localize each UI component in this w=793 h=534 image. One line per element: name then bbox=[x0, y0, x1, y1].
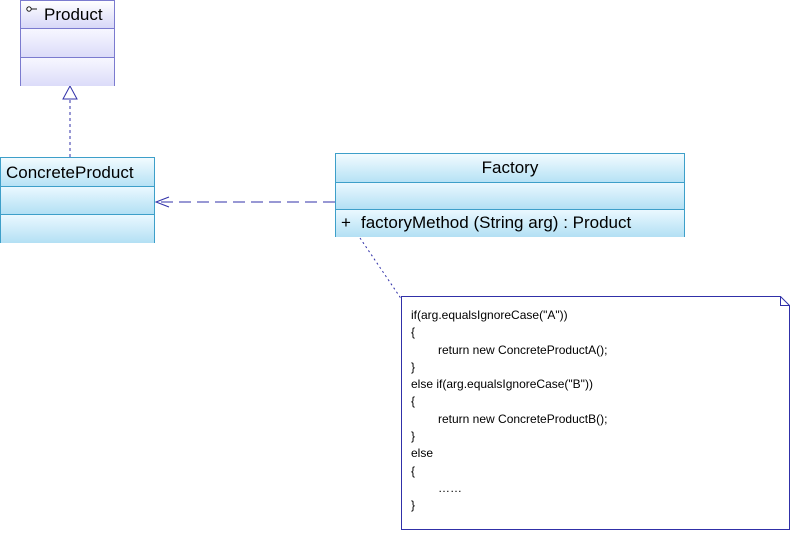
code-note[interactable] bbox=[401, 296, 790, 530]
product-name-compartment: Product bbox=[21, 1, 114, 29]
note-code-line: else if(arg.equalsIgnoreCase("B")) bbox=[411, 377, 593, 392]
product-operations-compartment bbox=[21, 58, 114, 86]
note-code-line: …… bbox=[438, 480, 462, 495]
factory-attributes-compartment bbox=[336, 183, 684, 210]
realization-arrowhead bbox=[62, 84, 78, 100]
note-code-line: { bbox=[411, 463, 416, 478]
factory-name-compartment: Factory bbox=[336, 154, 684, 183]
factory-operations-compartment: + factoryMethod (String arg) : Product bbox=[336, 210, 684, 237]
concrete-product-attributes-compartment bbox=[1, 187, 154, 215]
product-interface[interactable]: Product bbox=[20, 0, 115, 86]
note-anchor-line bbox=[359, 237, 403, 301]
note-code-line: return new ConcreteProductA(); bbox=[438, 342, 608, 357]
concrete-product-class[interactable]: ConcreteProduct bbox=[0, 157, 155, 243]
factory-name: Factory bbox=[481, 158, 539, 177]
concrete-product-name: ConcreteProduct bbox=[6, 163, 134, 182]
concrete-product-operations-compartment bbox=[1, 215, 154, 243]
note-code-text: if(arg.equalsIgnoreCase("A")) { return new… bbox=[411, 307, 607, 515]
note-code-line: { bbox=[411, 394, 416, 409]
product-name: Product bbox=[44, 5, 103, 24]
note-code-line: else bbox=[411, 446, 434, 461]
concrete-product-name-compartment: ConcreteProduct bbox=[1, 158, 154, 187]
note-code-line: } bbox=[411, 429, 416, 444]
factory-class[interactable]: Factory + factoryMethod (String arg) : P… bbox=[335, 153, 685, 237]
product-attributes-compartment bbox=[21, 29, 114, 58]
note-code-line: } bbox=[411, 359, 416, 374]
note-code-line: if(arg.equalsIgnoreCase("A")) bbox=[411, 308, 568, 322]
note-code-line: { bbox=[411, 325, 416, 340]
factory-method-operation: factoryMethod (String arg) : Product bbox=[361, 213, 632, 232]
interface-lollipop-icon bbox=[26, 6, 37, 12]
operation-visibility: + bbox=[341, 213, 351, 232]
note-code-line: } bbox=[411, 498, 416, 513]
dependency-arrowhead bbox=[154, 196, 170, 208]
note-code-line: return new ConcreteProductB(); bbox=[438, 411, 608, 426]
